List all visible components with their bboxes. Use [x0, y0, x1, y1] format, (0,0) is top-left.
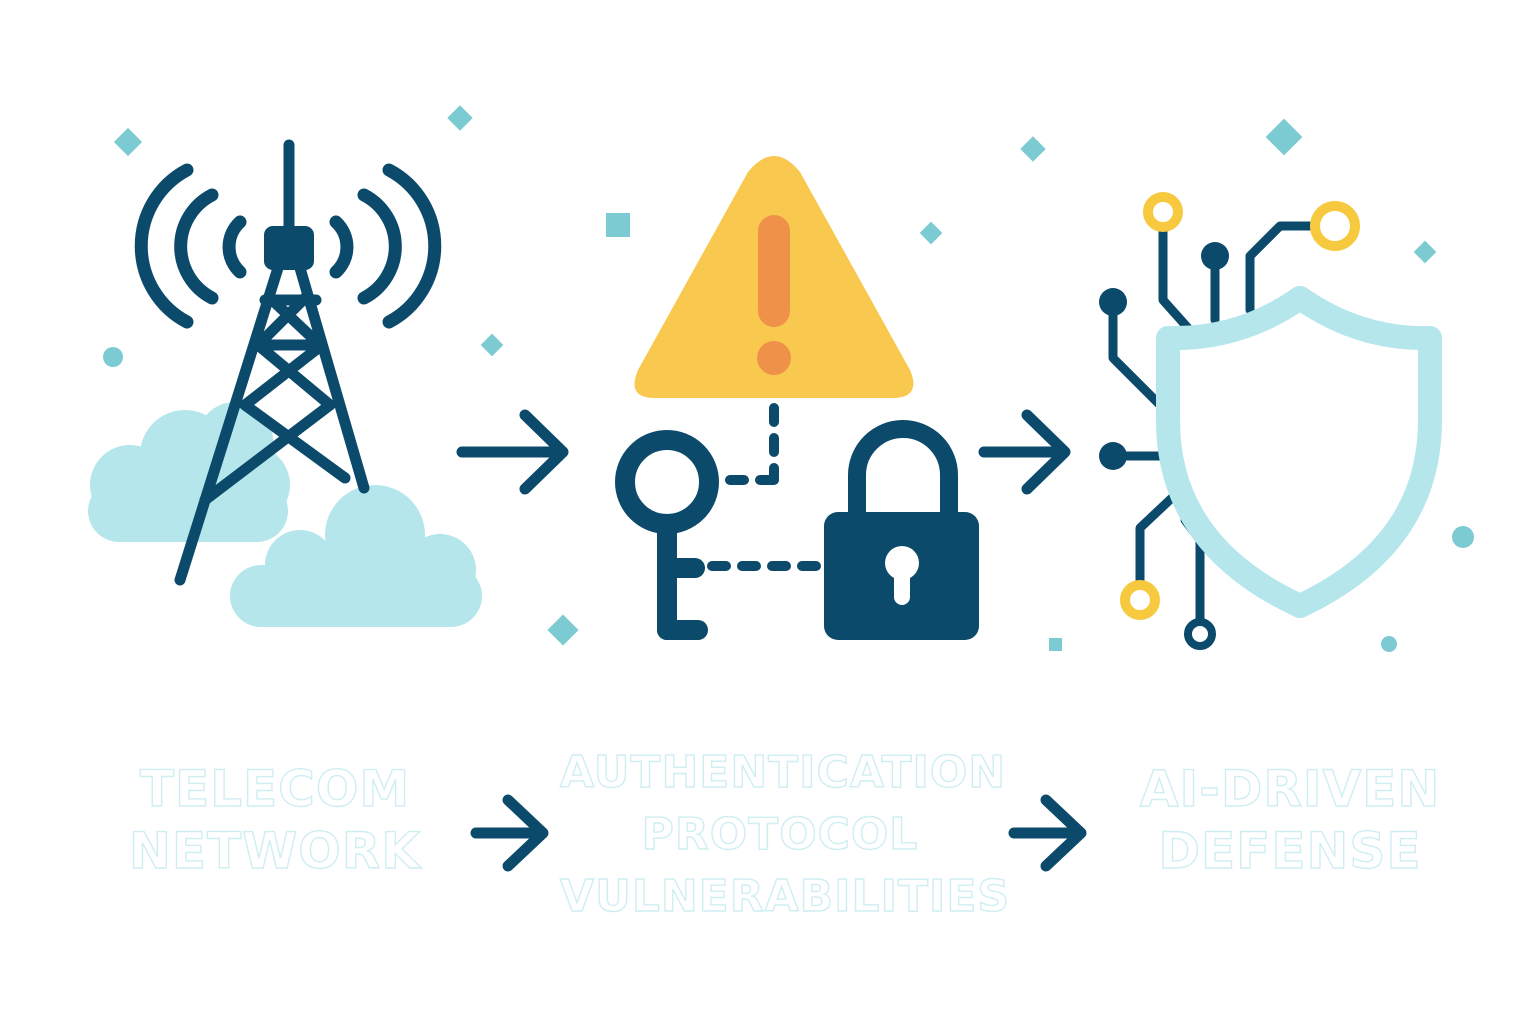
confetti-diamond-icon [447, 105, 473, 131]
stage-label-telecom-network: TELECOM NETWORK [120, 758, 430, 882]
confetti-diamond-icon [113, 127, 143, 157]
stage-label-ai-defense: AI-DRIVEN DEFENSE [1130, 758, 1450, 882]
stage-label-line: VULNERABILITIES [559, 870, 1011, 922]
antenna-head [264, 226, 314, 270]
arrow-right-icon [1008, 794, 1087, 872]
stage-label-line: AUTHENTICATION [559, 746, 1007, 798]
shield-icon [1156, 286, 1442, 618]
confetti-square-icon [1049, 638, 1062, 651]
confetti-diamond-icon [547, 614, 579, 646]
arrow-right-icon [456, 409, 569, 495]
dashed-connector [707, 403, 835, 571]
circuit-node-ring [1184, 618, 1216, 650]
stage-label-line: AI-DRIVEN [1139, 759, 1441, 818]
confetti-diamond-icon [1265, 118, 1303, 156]
tower-structure [174, 139, 370, 586]
circuit-node [1099, 242, 1229, 470]
stage-label-authentication: AUTHENTICATION PROTOCOL VULNERABILITIES [559, 742, 1011, 928]
confetti-dot-icon [103, 347, 123, 367]
confetti-diamond-icon [480, 333, 504, 357]
stage-label-line: NETWORK [128, 821, 421, 880]
exclamation-bar [758, 215, 790, 327]
circuit-shield-icon [1099, 192, 1442, 650]
confetti-diamond-icon [919, 221, 943, 245]
stage-label-line: PROTOCOL [641, 808, 919, 860]
arrow-right-icon [470, 794, 549, 872]
stage-label-line: TELECOM [139, 759, 411, 818]
cloud-icon [230, 485, 482, 627]
confetti-diamond-icon [1413, 240, 1437, 264]
signal-waves-icon [134, 163, 442, 329]
warning-key-lock-icon [615, 156, 979, 640]
confetti-diamond-icon [1020, 136, 1046, 162]
confetti-square-icon [606, 213, 630, 237]
circuit-node-yellow [1120, 192, 1360, 620]
key-icon [615, 430, 719, 640]
padlock-icon [824, 420, 979, 640]
confetti-dot-icon [1452, 526, 1474, 548]
cell-tower-icon [88, 139, 482, 627]
stage-label-line: DEFENSE [1158, 821, 1422, 880]
confetti-dot-icon [1381, 636, 1397, 652]
exclamation-dot [757, 341, 791, 375]
arrow-right-icon [978, 409, 1071, 495]
cloud-icon [88, 402, 290, 542]
